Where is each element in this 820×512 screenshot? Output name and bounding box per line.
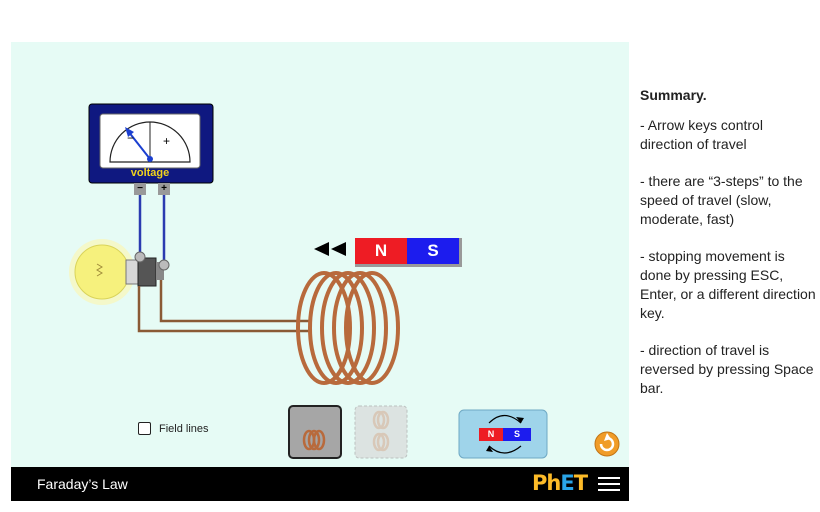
field-lines-toggle[interactable]: Field lines	[138, 422, 209, 435]
sim-scene	[69, 103, 620, 459]
magnet-direction-arrow	[314, 242, 329, 256]
sim-area	[11, 42, 629, 467]
summary-paragraph: - there are “3-steps” to the speed of tr…	[640, 173, 803, 227]
voltmeter[interactable]	[88, 103, 214, 184]
field-lines-label: Field lines	[159, 422, 209, 435]
coil	[296, 271, 400, 385]
magnet-south-label: S	[427, 241, 439, 260]
navigation-bar: Faraday’s Law PhET	[11, 467, 629, 501]
voltmeter-label: voltage	[130, 167, 170, 179]
summary-panel: Summary. - Arrow keys control direction …	[640, 86, 816, 416]
phet-logo[interactable]: PhET	[532, 471, 588, 495]
summary-paragraph: - direction of travel is reversed by pre…	[640, 342, 814, 396]
flip-south-label: S	[513, 429, 520, 439]
flip-magnet-button[interactable]	[458, 409, 548, 459]
one-coil-button[interactable]	[288, 405, 342, 459]
light-bulb	[69, 239, 170, 305]
voltmeter-plus-label: +	[163, 134, 171, 148]
field-lines-checkbox[interactable]	[138, 422, 151, 435]
two-coil-button[interactable]	[354, 405, 408, 459]
bar-magnet[interactable]	[355, 238, 462, 267]
reset-button[interactable]	[594, 431, 620, 457]
voltmeter-minus-label: −	[127, 131, 135, 145]
voltmeter-positive-terminal: +	[158, 183, 170, 195]
summary-paragraph: - stopping movement is done by pressing …	[640, 248, 816, 321]
flip-north-label: N	[487, 429, 495, 439]
voltmeter-negative-terminal: −	[134, 183, 146, 195]
sim-title: Faraday’s Law	[37, 476, 128, 492]
magnet-north-label: N	[374, 241, 388, 260]
hamburger-menu-icon[interactable]	[598, 477, 620, 492]
voltmeter-needle	[127, 130, 151, 160]
summary-paragraph: - Arrow keys control direction of travel	[640, 117, 763, 152]
summary-title: Summary.	[640, 87, 707, 103]
